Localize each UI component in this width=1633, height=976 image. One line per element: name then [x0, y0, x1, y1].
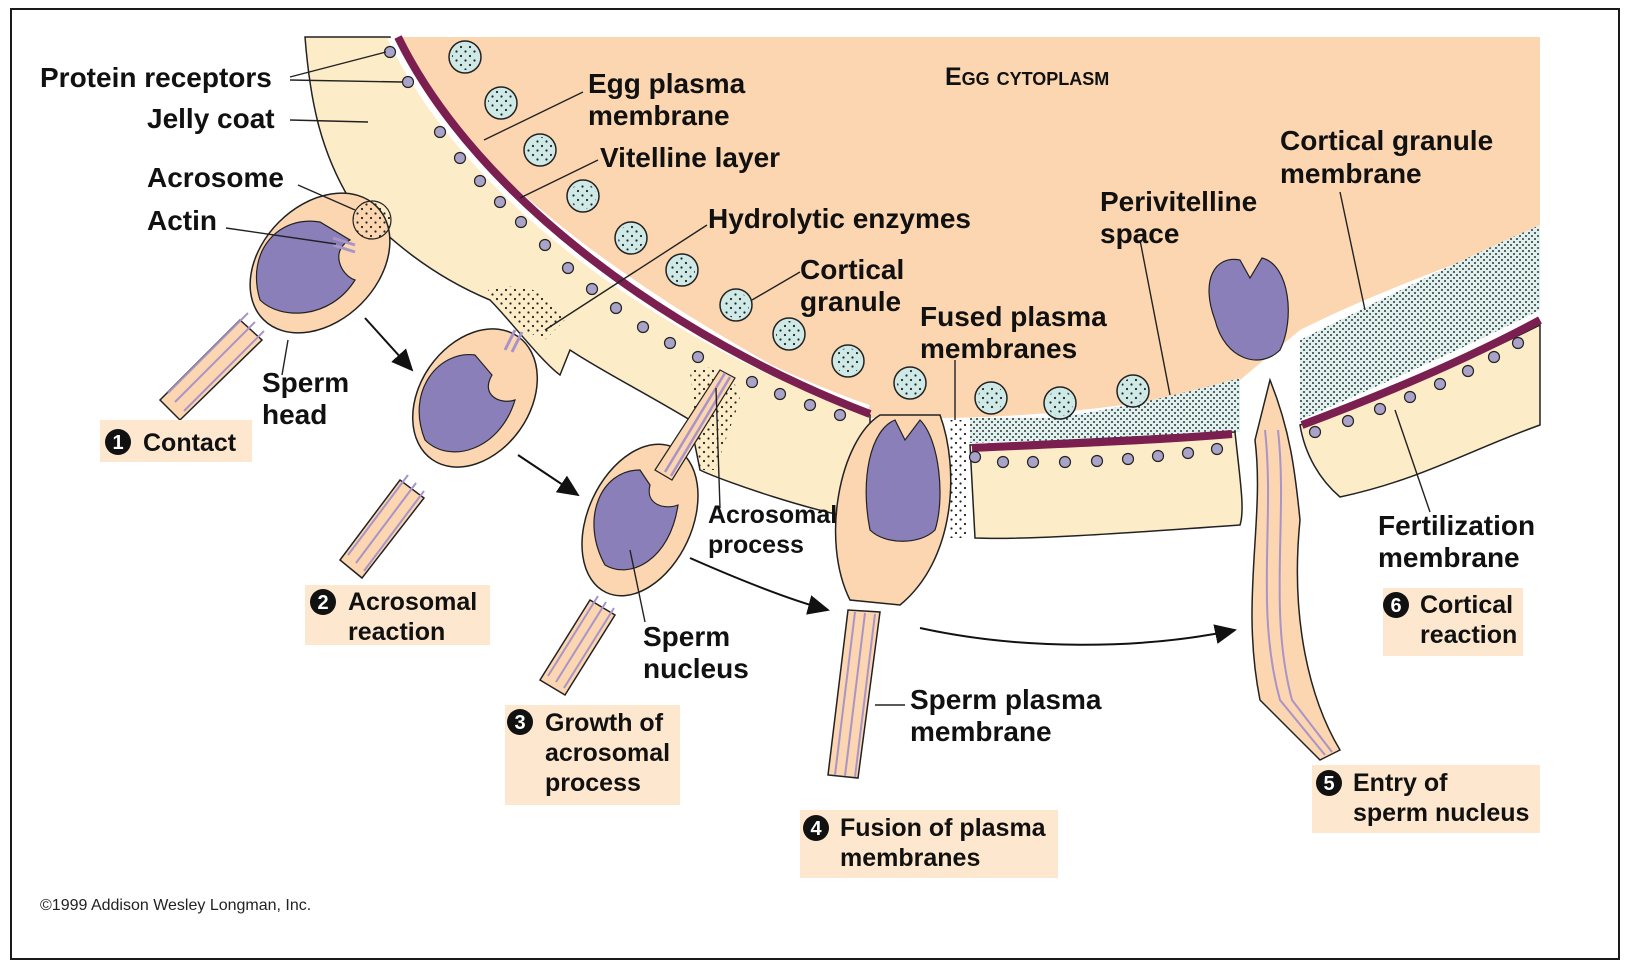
label-actin: Actin [147, 205, 217, 236]
label-fertilization-membrane-line1: Fertilization [1378, 510, 1535, 541]
label-sperm-nucleus-line1: Sperm [643, 621, 730, 652]
label-acrosomal-process-line2: process [708, 531, 804, 559]
label-fertilization-membrane-line2: membrane [1378, 542, 1520, 573]
label-vitelline-layer: Vitelline layer [600, 142, 780, 173]
arrow-1 [365, 318, 412, 370]
copyright-notice: ©1999 Addison Wesley Longman, Inc. [40, 897, 311, 914]
step-4-number: 4 [810, 818, 822, 840]
label-egg-cytoplasm: Egg cytoplasm [945, 63, 1109, 91]
step-3-label-line1: Growth of [545, 709, 664, 737]
label-egg-plasma-membrane-line1: Egg plasma [588, 68, 746, 99]
step-1-label: Contact [143, 429, 237, 457]
step-5-label-line2: sperm nucleus [1353, 799, 1529, 827]
step-2-label-line1: Acrosomal [348, 588, 477, 616]
step-3-number: 3 [514, 712, 525, 734]
label-cortical-granule-line1: Cortical [800, 254, 904, 285]
step-4-label-line1: Fusion of plasma [840, 814, 1047, 842]
label-sperm-head-line2: head [262, 399, 327, 430]
step-3-label-line3: process [545, 769, 641, 797]
label-perivitelline-space-line2: space [1100, 218, 1179, 249]
fused-patch [950, 420, 968, 538]
label-sperm-head-line1: Sperm [262, 367, 349, 398]
step-4-label-line2: membranes [840, 844, 980, 872]
step-6-label-line2: reaction [1420, 621, 1517, 649]
step-2-label-line2: reaction [348, 618, 445, 646]
step-5-label-line1: Entry of [1353, 769, 1448, 797]
sperm-acrosomal-reaction [340, 305, 563, 578]
label-sperm-plasma-membrane-line2: membrane [910, 716, 1052, 747]
label-acrosomal-process-line1: Acrosomal [708, 501, 837, 529]
label-egg-plasma-membrane-line2: membrane [588, 100, 730, 131]
label-fused-plasma-membranes-line1: Fused plasma [920, 301, 1107, 332]
label-cortical-granule-membrane-line1: Cortical granule [1280, 125, 1493, 156]
arrow-4 [920, 628, 1235, 645]
label-fused-plasma-membranes-line2: membranes [920, 333, 1077, 364]
label-acrosome: Acrosome [147, 162, 284, 193]
step-1-number: 1 [112, 432, 123, 454]
label-protein-receptors: Protein receptors [40, 62, 272, 93]
label-hydrolytic-enzymes: Hydrolytic enzymes [708, 203, 971, 234]
label-jelly-coat: Jelly coat [147, 103, 275, 134]
step-3-label-line2: acrosomal [545, 739, 670, 767]
step-2-number: 2 [317, 592, 328, 614]
label-cortical-granule-line2: granule [800, 286, 901, 317]
arrow-3 [690, 558, 828, 610]
step-5-number: 5 [1323, 773, 1334, 795]
label-sperm-nucleus-line2: nucleus [643, 653, 749, 684]
step-6-label-line1: Cortical [1420, 591, 1513, 619]
step-6-number: 6 [1390, 595, 1401, 617]
arrow-2 [518, 455, 578, 495]
label-sperm-plasma-membrane-line1: Sperm plasma [910, 684, 1102, 715]
label-perivitelline-space-line1: Perivitelline [1100, 186, 1257, 217]
label-cortical-granule-membrane-line2: membrane [1280, 158, 1422, 189]
